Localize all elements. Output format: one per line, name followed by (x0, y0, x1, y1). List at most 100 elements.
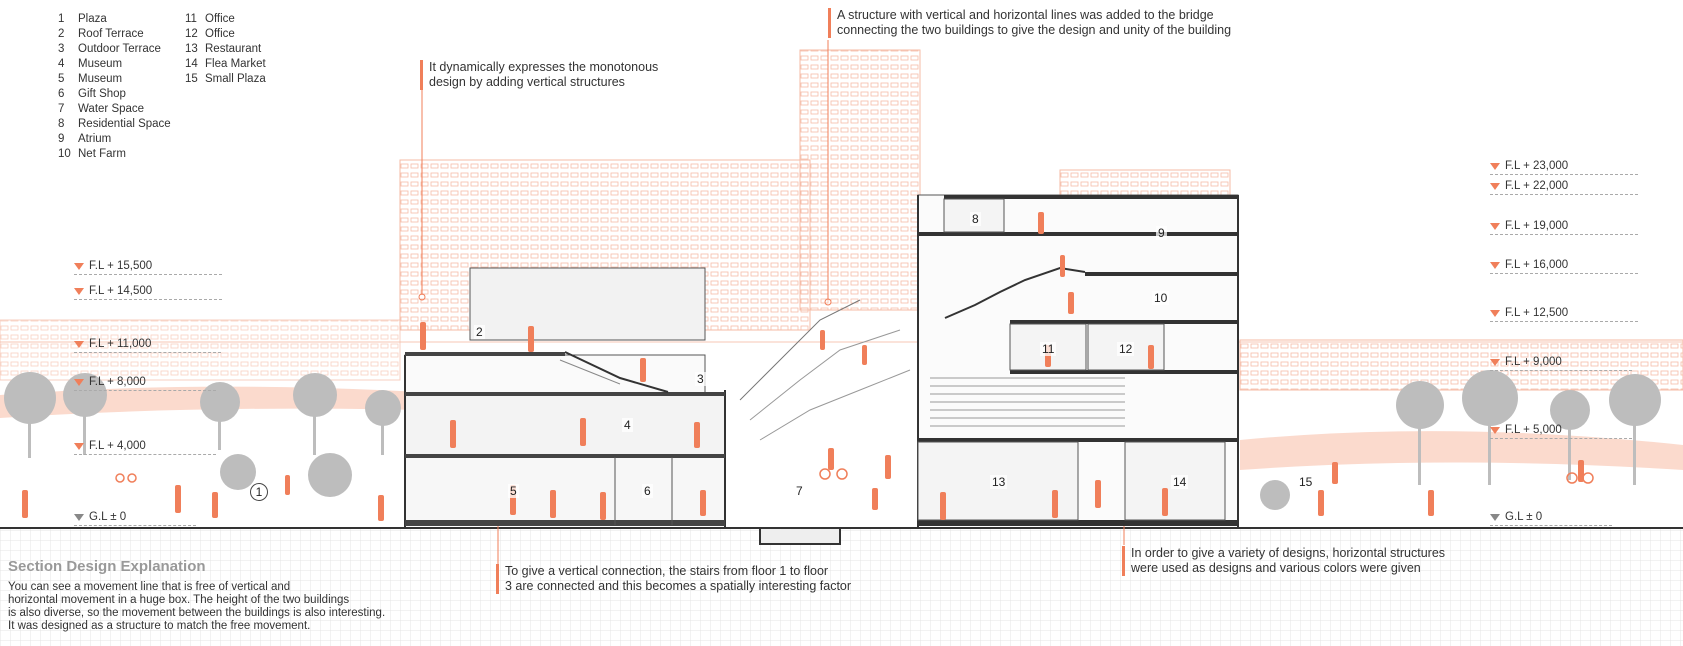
level-text: F.L + 12,500 (1505, 307, 1569, 319)
room-number: 6 (642, 484, 653, 498)
room-number: 7 (794, 484, 805, 498)
legend-item: 11 Office (185, 12, 266, 27)
bicycles (115, 468, 1594, 484)
legend-label: Outdoor Terrace (78, 43, 161, 55)
level-text: F.L + 23,000 (1505, 160, 1569, 172)
room-number: 9 (1156, 226, 1167, 240)
room-number: 8 (970, 212, 981, 226)
legend-label: Office (205, 28, 235, 40)
level-marker: F.L + 9,000 (1490, 356, 1632, 371)
right-building (917, 194, 1239, 528)
annotation-text: 3 are connected and this becomes a spati… (505, 579, 852, 593)
level-text: F.L + 15,500 (89, 260, 153, 272)
level-triangle-icon (1490, 513, 1500, 521)
level-marker: F.L + 8,000 (74, 376, 216, 391)
legend-number: 14 (185, 58, 198, 70)
level-marker: F.L + 19,000 (1490, 220, 1639, 235)
level-marker: F.L + 22,000 (1490, 180, 1639, 195)
level-triangle-icon (74, 442, 84, 450)
level-triangle-icon (74, 340, 84, 348)
legend-label: Office (205, 13, 235, 25)
room-number: 2 (474, 325, 485, 339)
legend-number: 12 (185, 28, 198, 40)
legend-label: Restaurant (205, 43, 262, 55)
annotation-text: To give a vertical connection, the stair… (505, 564, 829, 578)
level-triangle-icon (74, 262, 84, 270)
legend-number: 1 (58, 13, 65, 25)
level-text: F.L + 9,000 (1505, 356, 1562, 368)
level-text: F.L + 22,000 (1505, 180, 1569, 192)
legend-number: 3 (58, 43, 65, 55)
level-triangle-icon (1490, 426, 1500, 434)
annotation-text: connecting the two buildings to give the… (837, 23, 1232, 37)
level-text: F.L + 8,000 (89, 376, 146, 388)
legend-label: Plaza (78, 13, 107, 25)
annotation-bridge: A structure with vertical and horizontal… (828, 8, 1231, 38)
level-marker: F.L + 5,000 (1490, 424, 1632, 439)
legend-number: 7 (58, 103, 65, 115)
room-number: 4 (622, 418, 633, 432)
legend-label: Museum (78, 73, 123, 85)
room-number: 14 (1171, 475, 1189, 489)
explanation-line: is also diverse, so the movement between… (8, 607, 386, 619)
level-marker: F.L + 15,500 (74, 260, 223, 275)
annotation-text: In order to give a variety of designs, h… (1131, 546, 1446, 560)
annotation-text: It dynamically expresses the monotonous (429, 60, 659, 74)
annotation-vertical-structures: It dynamically expresses the monotonous … (420, 60, 658, 90)
annotation-horizontal-structures: In order to give a variety of designs, h… (1122, 546, 1445, 576)
legend-item: 3 Outdoor Terrace (58, 42, 171, 57)
section-explanation: Section Design Explanation You can see a… (8, 558, 385, 633)
level-triangle-icon (1490, 182, 1500, 190)
legend-label: Gift Shop (78, 88, 126, 100)
legend-item: 14 Flea Market (185, 57, 266, 72)
legend-number: 6 (58, 88, 65, 100)
legend-label: Residential Space (78, 118, 171, 130)
legend-number: 5 (58, 73, 65, 85)
legend-label: Net Farm (78, 148, 126, 160)
room-number: 1 (250, 483, 268, 501)
explanation-line: You can see a movement line that is free… (8, 581, 291, 593)
left-building (404, 267, 911, 528)
legend-number: 15 (185, 73, 198, 85)
legend-item: 5 Museum (58, 72, 171, 87)
room-number: 15 (1297, 475, 1315, 489)
people (22, 212, 1584, 521)
level-marker-ground: G.L ± 0 (1490, 511, 1613, 526)
legend-number: 2 (58, 28, 65, 40)
legend-label: Water Space (78, 103, 145, 115)
level-text: G.L ± 0 (1505, 511, 1543, 523)
room-number: 12 (1117, 342, 1135, 356)
explanation-line: It was designed as a structure to match … (8, 620, 311, 632)
level-marker: F.L + 12,500 (1490, 307, 1639, 322)
legend-label: Flea Market (205, 58, 266, 70)
legend-label: Museum (78, 58, 123, 70)
legend-number: 11 (185, 13, 197, 25)
level-triangle-icon (74, 378, 84, 386)
level-triangle-icon (1490, 309, 1500, 317)
level-marker: F.L + 14,500 (74, 285, 223, 300)
legend-number: 9 (58, 133, 65, 145)
level-triangle-icon (74, 287, 84, 295)
level-text: G.L ± 0 (89, 511, 127, 523)
room-number: 5 (508, 484, 519, 498)
annotation-text: were used as designs and various colors … (1131, 561, 1421, 575)
level-triangle-icon (74, 513, 84, 521)
legend-label: Atrium (78, 133, 112, 145)
legend-number: 13 (185, 43, 198, 55)
annotation-text: design by adding vertical structures (429, 75, 625, 89)
room-number: 13 (990, 475, 1008, 489)
level-text: F.L + 4,000 (89, 440, 146, 452)
level-marker: F.L + 23,000 (1490, 160, 1639, 175)
annotation-text: A structure with vertical and horizontal… (837, 8, 1214, 22)
level-text: F.L + 14,500 (89, 285, 153, 297)
ground-grid (0, 528, 1683, 646)
annotation-stairs: To give a vertical connection, the stair… (496, 564, 851, 594)
level-text: F.L + 5,000 (1505, 424, 1562, 436)
room-number: 10 (1152, 291, 1170, 305)
